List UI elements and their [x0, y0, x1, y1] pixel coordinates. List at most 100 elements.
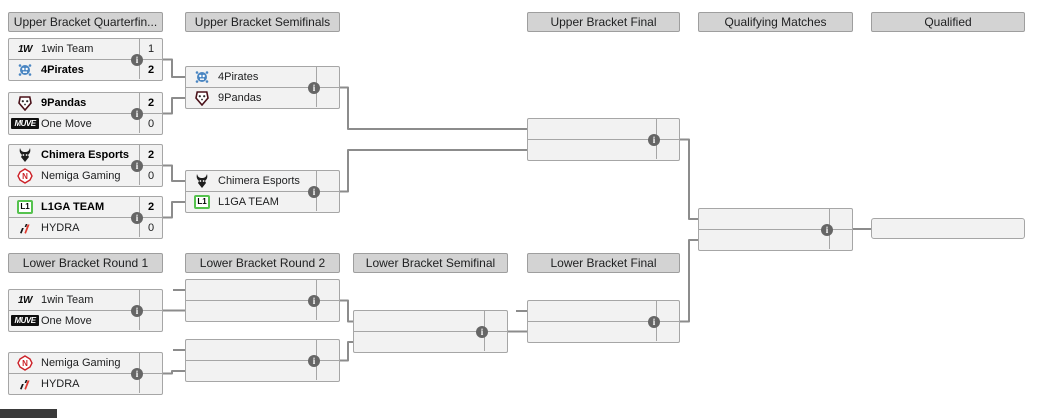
match-info-icon[interactable]: i [308, 185, 320, 198]
match-info-icon[interactable]: i [131, 367, 143, 380]
match-ub-semifinal-2: Chimera Esports L1 L1GA TEAM i [185, 170, 340, 213]
team-name: 1win Team [41, 43, 94, 55]
team-row [699, 229, 852, 249]
match-lb-round2-1: i [185, 279, 340, 322]
team-row[interactable]: HYDRA [9, 373, 162, 393]
team-row[interactable]: 1W 1win Team [9, 290, 162, 310]
team-score: 2 [139, 60, 162, 79]
match-info-icon[interactable]: i [308, 294, 320, 307]
team-score [316, 340, 339, 360]
header-lb-round2: Lower Bracket Round 2 [185, 253, 340, 273]
team-row[interactable]: 9Pandas 2 [9, 93, 162, 113]
team-score [139, 290, 162, 310]
team-score [316, 301, 339, 320]
team-name: 1win Team [41, 294, 94, 306]
team-score [829, 230, 852, 249]
team-score: 1 [139, 39, 162, 59]
team-row[interactable]: MUVE One Move 0 [9, 113, 162, 133]
match-info-icon[interactable]: i [131, 304, 143, 317]
team-name: Chimera Esports [218, 175, 300, 187]
qualified-slot [871, 218, 1025, 239]
team-score [484, 332, 507, 351]
team-score [139, 311, 162, 330]
header-lb-round1: Lower Bracket Round 1 [8, 253, 163, 273]
team-logo-onemove-icon: MUVE [9, 312, 41, 330]
team-score [316, 192, 339, 211]
team-score [316, 88, 339, 107]
team-logo-chimera-icon [9, 146, 41, 164]
match-lb-semifinal: i [353, 310, 508, 353]
team-name: Chimera Esports [41, 149, 130, 161]
team-score: 2 [139, 197, 162, 217]
team-row [528, 321, 679, 341]
team-row [186, 300, 339, 320]
team-row[interactable]: 4Pirates [186, 67, 339, 87]
team-name: L1GA TEAM [218, 195, 279, 208]
team-logo-nemiga-icon: N [9, 167, 41, 185]
team-row [186, 360, 339, 380]
team-score [316, 361, 339, 380]
team-name: 4Pirates [218, 71, 259, 83]
match-ub-quarterfinal-3: Chimera Esports 2 N Nemiga Gaming 0 i [8, 144, 163, 187]
team-score [316, 171, 339, 191]
match-info-icon[interactable]: i [308, 81, 320, 94]
team-score [656, 140, 679, 159]
header-ub-semifinals: Upper Bracket Semifinals [185, 12, 340, 32]
team-row[interactable]: 9Pandas [186, 87, 339, 107]
match-qualifying: i [698, 208, 853, 251]
match-info-icon[interactable]: i [131, 107, 143, 120]
team-score [656, 322, 679, 341]
header-ub-quarterfinals: Upper Bracket Quarterfin... [8, 12, 163, 32]
team-score: 2 [139, 145, 162, 165]
team-row[interactable]: Chimera Esports [186, 171, 339, 191]
team-score [656, 119, 679, 139]
match-info-icon[interactable]: i [131, 53, 143, 66]
match-lb-round1-2: N Nemiga Gaming HYDRA i [8, 352, 163, 395]
team-row[interactable]: HYDRA 0 [9, 217, 162, 237]
svg-text:N: N [22, 359, 28, 368]
team-row [354, 331, 507, 351]
match-lb-round1-1: 1W 1win Team MUVE One Move i [8, 289, 163, 332]
team-score [139, 374, 162, 393]
match-info-icon[interactable]: i [821, 223, 833, 236]
match-info-icon[interactable]: i [131, 211, 143, 224]
team-name: One Move [41, 314, 92, 327]
match-info-icon[interactable]: i [131, 159, 143, 172]
match-info-icon[interactable]: i [308, 354, 320, 367]
header-qualified: Qualified [871, 12, 1025, 32]
team-row[interactable]: Chimera Esports 2 [9, 145, 162, 165]
match-lb-round2-2: i [185, 339, 340, 382]
match-info-icon[interactable]: i [648, 133, 660, 146]
team-row[interactable]: MUVE One Move [9, 310, 162, 330]
team-row[interactable]: L1 L1GA TEAM 2 [9, 197, 162, 217]
team-logo-nemiga-icon: N [9, 354, 41, 372]
match-ub-quarterfinal-2: 9Pandas 2 MUVE One Move 0 i [8, 92, 163, 135]
team-logo-9pandas-icon [9, 94, 41, 112]
match-ub-semifinal-1: 4Pirates 9Pandas i [185, 66, 340, 109]
team-logo-l1ga-icon: L1 [186, 193, 218, 211]
team-name: 4Pirates [41, 63, 84, 76]
team-logo-onemove-icon: MUVE [9, 115, 41, 133]
team-score: 0 [139, 166, 162, 185]
team-score: 2 [139, 93, 162, 113]
team-score [316, 280, 339, 300]
team-row[interactable]: N Nemiga Gaming [9, 353, 162, 373]
match-ub-quarterfinal-1: 1W 1win Team 1 4Pirates 2 i [8, 38, 163, 81]
team-row [528, 301, 679, 321]
team-row [186, 340, 339, 360]
match-lb-final: i [527, 300, 680, 343]
match-info-icon[interactable]: i [476, 325, 488, 338]
team-row[interactable]: N Nemiga Gaming 0 [9, 165, 162, 185]
team-row[interactable]: 1W 1win Team 1 [9, 39, 162, 59]
team-name: Nemiga Gaming [41, 169, 121, 182]
team-name: Nemiga Gaming [41, 357, 121, 369]
header-qualifying-matches: Qualifying Matches [698, 12, 853, 32]
team-name: L1GA TEAM [41, 201, 105, 213]
team-score [829, 209, 852, 229]
team-row[interactable]: 4Pirates 2 [9, 59, 162, 79]
team-row[interactable]: L1 L1GA TEAM [186, 191, 339, 211]
team-name: HYDRA [41, 377, 80, 390]
team-logo-l1ga-icon: L1 [9, 198, 41, 216]
header-lb-semifinal: Lower Bracket Semifinal [353, 253, 508, 273]
match-info-icon[interactable]: i [648, 315, 660, 328]
